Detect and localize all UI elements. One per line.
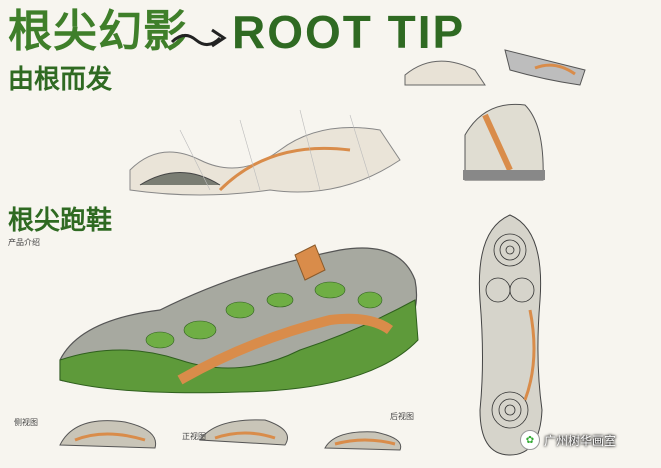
arrow-icon [170,28,227,48]
main-shoe-illustration [59,244,419,394]
sketch-top-right [404,49,586,86]
title-english: ROOT TIP [232,6,466,58]
side-view-label: 侧视图 [14,418,38,427]
front-view-label: 正视图 [182,432,206,441]
rear-view-label: 后视图 [390,412,414,421]
rear-view-sketch [463,103,545,181]
wechat-icon: ✿ [520,430,540,450]
section-shoe-heading: 根尖跑鞋 [8,205,113,235]
title-chinese: 根尖幻影 [8,7,188,56]
watermark: ✿ 广州树华画室 [520,428,656,452]
root-sketch [129,109,401,196]
watermark-text: 广州树华画室 [544,433,617,448]
bottom-views [59,419,402,451]
section-origin-heading: 由根而发 [8,64,113,94]
outsole-sketch [478,214,543,456]
product-intro-label: 产品介绍 [8,238,40,247]
